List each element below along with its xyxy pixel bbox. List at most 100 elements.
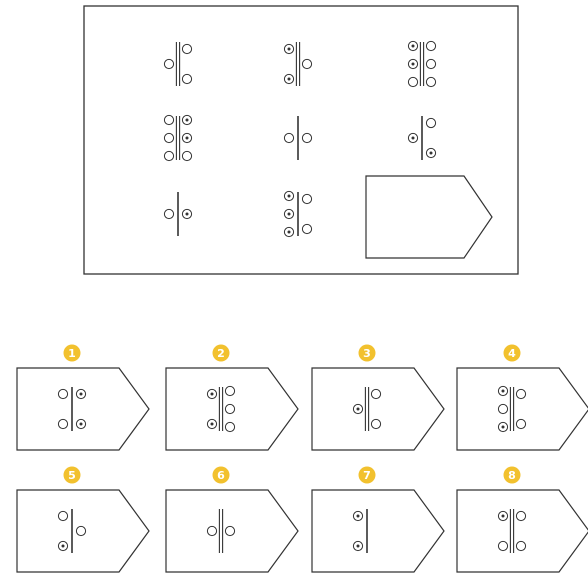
empty-circle (497, 540, 509, 552)
option-number-badge (358, 344, 376, 362)
empty-circle (301, 58, 313, 70)
option-number: 2 (217, 347, 225, 360)
answer-slot-shape (365, 175, 493, 259)
option-3: 3 (311, 344, 445, 451)
empty-circle (370, 418, 382, 430)
option-shape (165, 367, 299, 451)
circle-dot (501, 425, 505, 429)
figure (206, 385, 236, 433)
circle-dot (287, 77, 291, 81)
option-number-badge (212, 344, 230, 362)
option-shape (456, 367, 588, 451)
empty-circle (515, 540, 527, 552)
empty-circle (224, 421, 236, 433)
figure (407, 116, 437, 160)
figure (283, 116, 313, 160)
empty-circle (181, 150, 193, 162)
option-number-badge (212, 466, 230, 484)
figure (497, 385, 527, 433)
empty-circle (515, 388, 527, 400)
option-number: 3 (363, 347, 371, 360)
circle-dot (185, 118, 189, 122)
empty-circle (301, 193, 313, 205)
option-number-badge (503, 344, 521, 362)
matrix-frame (83, 5, 519, 275)
circle-dot (356, 544, 360, 548)
empty-circle (425, 58, 437, 70)
empty-circle (163, 132, 175, 144)
figure (163, 42, 193, 86)
circle-dot (79, 422, 83, 426)
empty-circle (425, 40, 437, 52)
empty-circle (283, 132, 295, 144)
circle-dot (411, 62, 415, 66)
matrix-panel (83, 5, 519, 275)
circle-dot (287, 194, 291, 198)
option-shape (311, 489, 445, 573)
circle-dot (356, 514, 360, 518)
circle-dot (61, 544, 65, 548)
circle-dot (411, 44, 415, 48)
empty-circle (181, 73, 193, 85)
option-number: 6 (217, 469, 225, 482)
empty-circle (425, 117, 437, 129)
figure (163, 192, 193, 236)
circle-dot (185, 212, 189, 216)
circle-dot (287, 230, 291, 234)
empty-circle (181, 43, 193, 55)
empty-circle (515, 418, 527, 430)
empty-circle (497, 403, 509, 415)
option-5: 5 (16, 466, 150, 573)
figure (283, 42, 313, 86)
empty-circle (301, 223, 313, 235)
option-8: 8 (456, 466, 588, 573)
circle-dot (501, 514, 505, 518)
circle-dot (287, 212, 291, 216)
figure (283, 190, 313, 238)
figure (57, 509, 87, 553)
option-7: 7 (311, 466, 445, 573)
empty-circle (163, 114, 175, 126)
empty-circle (163, 208, 175, 220)
circle-dot (501, 389, 505, 393)
circle-dot (210, 392, 214, 396)
option-number: 7 (363, 469, 371, 482)
figure (57, 387, 87, 431)
figure (163, 114, 193, 162)
circle-dot (356, 407, 360, 411)
option-6: 6 (165, 466, 299, 573)
option-number: 5 (68, 469, 76, 482)
empty-circle (224, 525, 236, 537)
option-4: 4 (456, 344, 588, 451)
option-1: 1 (16, 344, 150, 451)
empty-circle (57, 388, 69, 400)
option-shape (16, 367, 150, 451)
circle-dot (79, 392, 83, 396)
options-panel: 1 2 3 4 5 6 7 8 (16, 344, 588, 573)
empty-circle (370, 388, 382, 400)
empty-circle (224, 385, 236, 397)
option-shape (16, 489, 150, 573)
option-number: 8 (508, 469, 516, 482)
circle-dot (210, 422, 214, 426)
option-number: 4 (508, 347, 516, 360)
empty-circle (57, 418, 69, 430)
empty-circle (206, 525, 218, 537)
option-number-badge (63, 344, 81, 362)
circle-dot (185, 136, 189, 140)
option-shape (165, 489, 299, 573)
empty-circle (425, 76, 437, 88)
option-number-badge (358, 466, 376, 484)
empty-circle (75, 525, 87, 537)
figure (407, 40, 437, 88)
empty-circle (224, 403, 236, 415)
figure (497, 509, 527, 553)
circle-dot (429, 151, 433, 155)
circle-dot (411, 136, 415, 140)
circle-dot (287, 47, 291, 51)
option-shape (456, 489, 588, 573)
option-shape (311, 367, 445, 451)
figure (352, 387, 382, 431)
empty-circle (301, 132, 313, 144)
option-number: 1 (68, 347, 76, 360)
